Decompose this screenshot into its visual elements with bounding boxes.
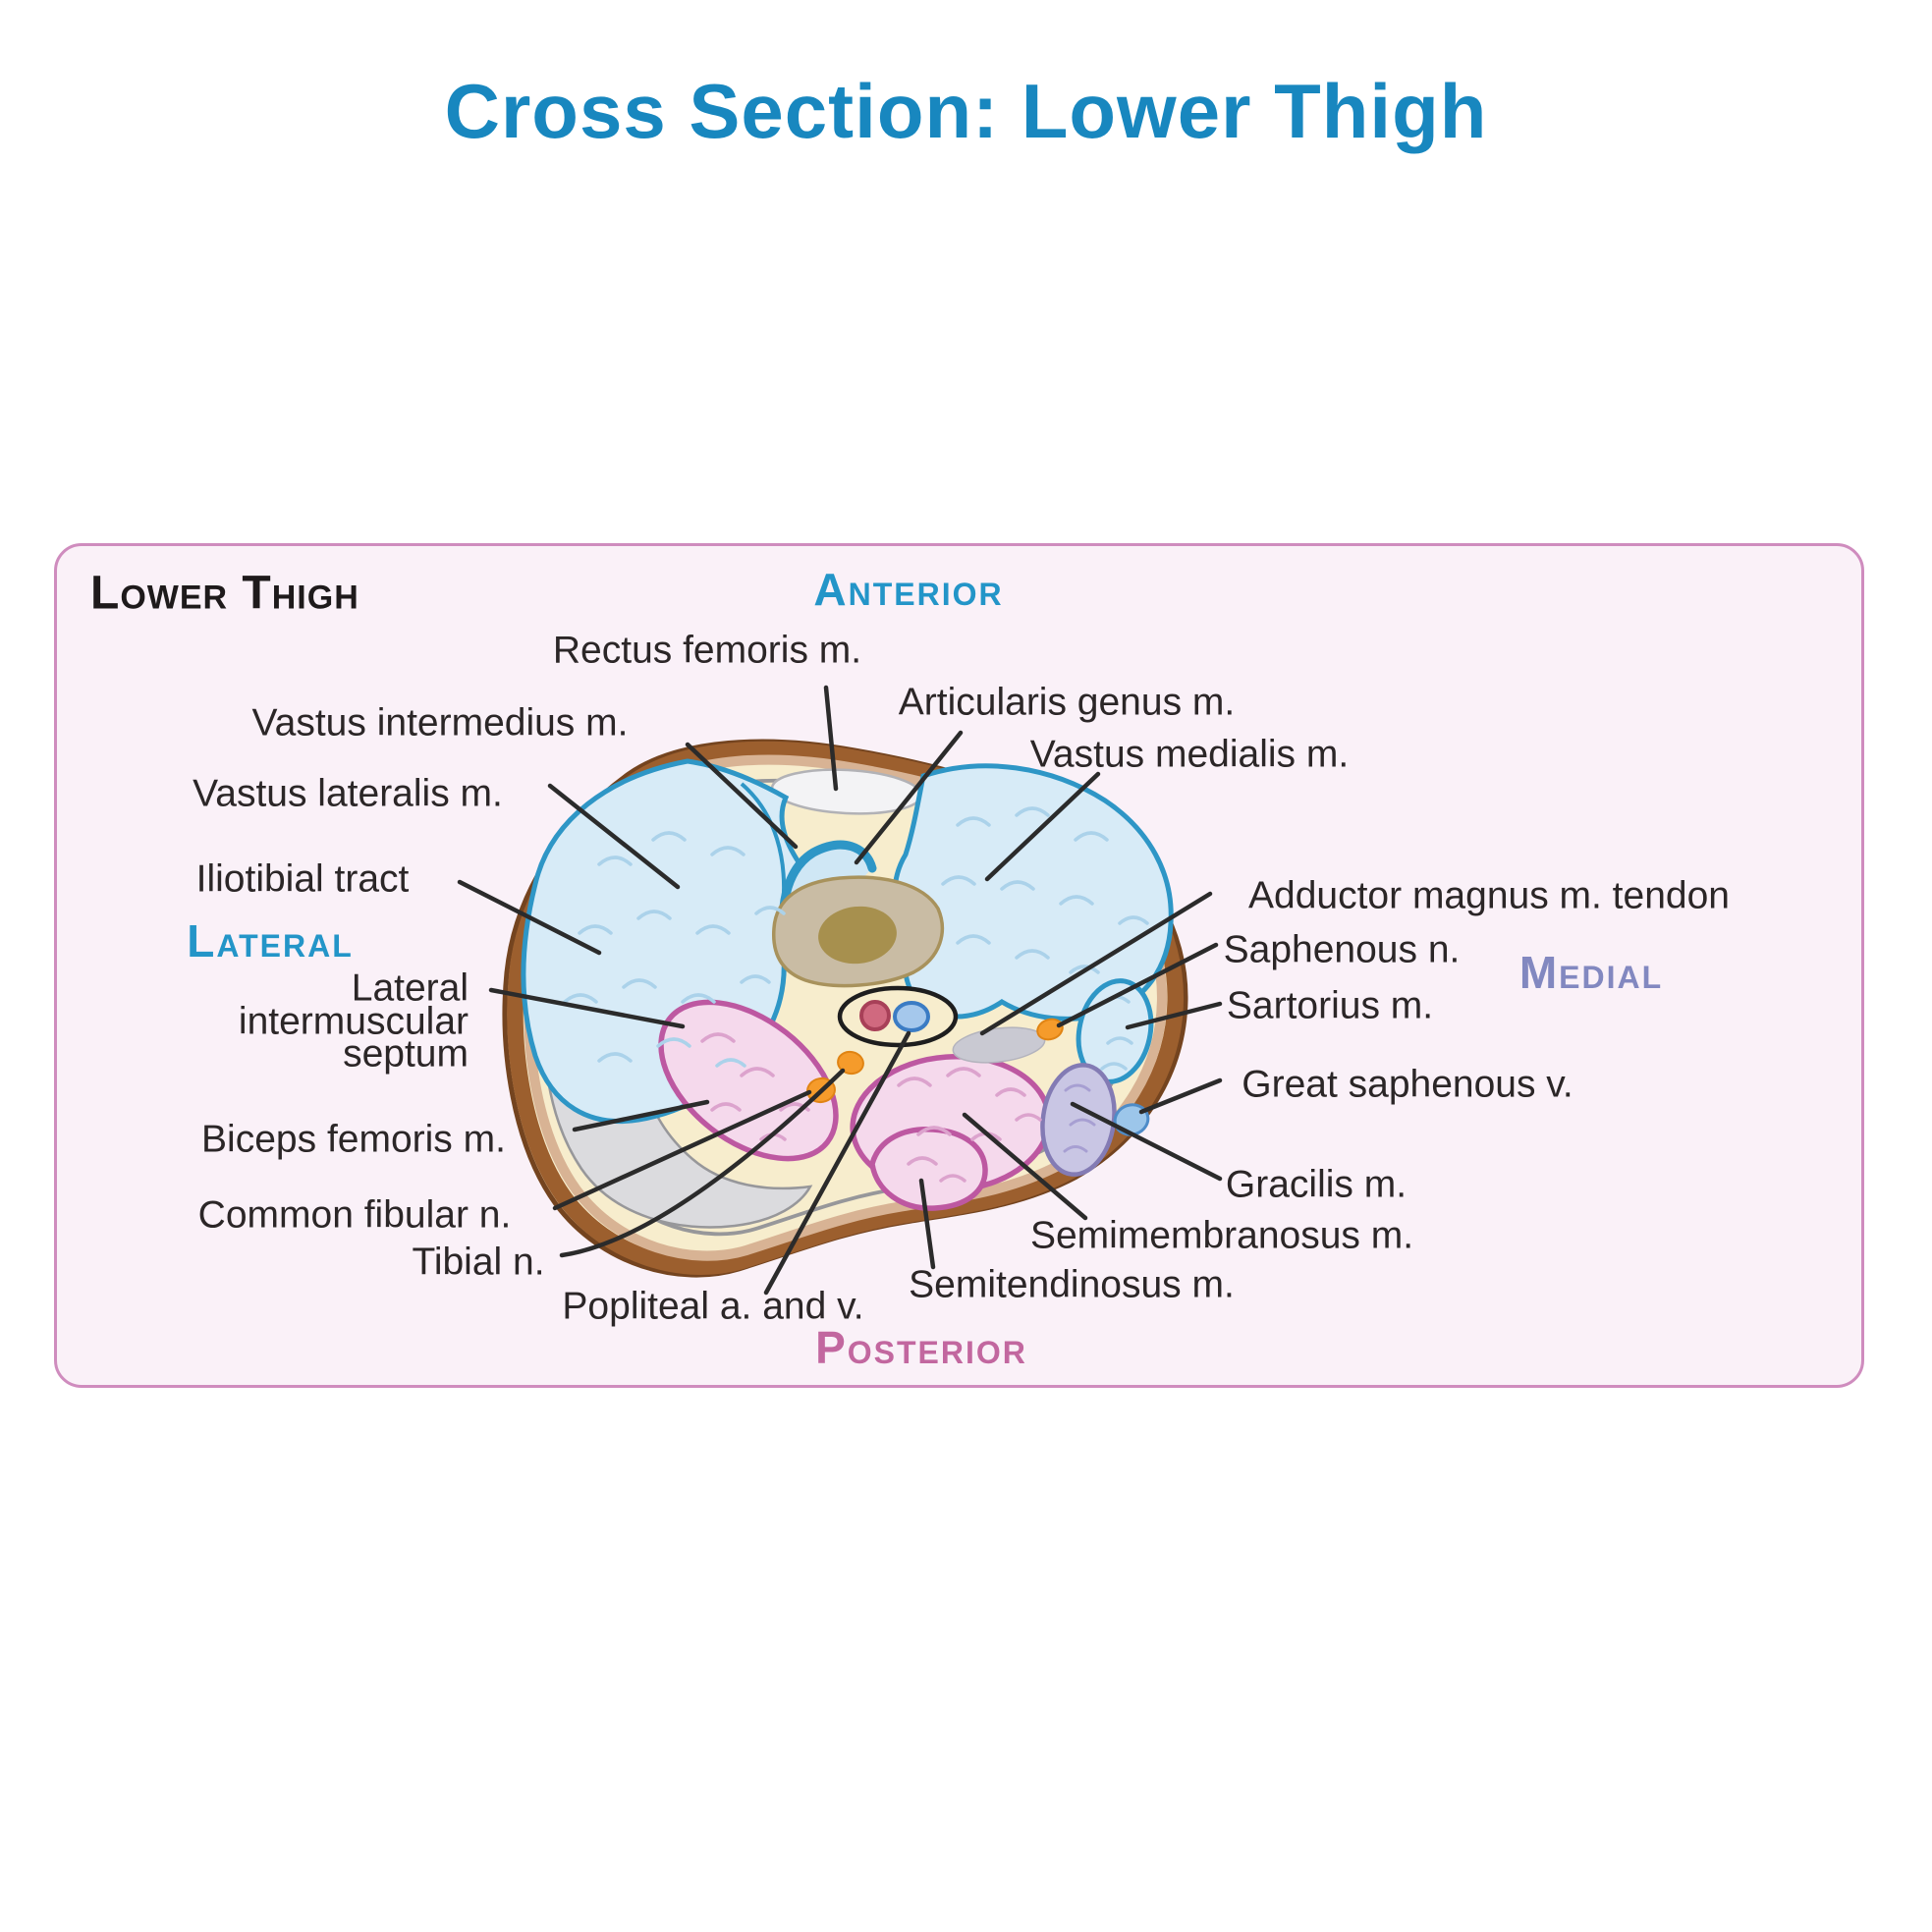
leader-semitendinosus: [918, 1178, 936, 1270]
label-adductor-magnus: Adductor magnus m. tendon: [1248, 874, 1730, 917]
leader-common-fibular: [552, 1089, 812, 1211]
leader-popliteal: [763, 1030, 911, 1296]
label-gracilis: Gracilis m.: [1225, 1163, 1408, 1206]
label-tibial: Tibial n.: [412, 1241, 545, 1284]
popliteal-vein: [893, 1001, 930, 1032]
leader-rectus-femoris: [823, 685, 839, 792]
label-common-fibular: Common fibular n.: [197, 1193, 512, 1237]
label-iliotibial-tract: Iliotibial tract: [195, 857, 410, 901]
label-great-saphenous: Great saphenous v.: [1242, 1063, 1573, 1106]
label-articularis-genus: Articularis genus m.: [898, 681, 1236, 724]
label-rectus-femoris: Rectus femoris m.: [552, 629, 862, 672]
septum-line-3: septum: [343, 1032, 469, 1076]
direction-anterior: Anterior: [813, 564, 1004, 615]
label-semimembranosus: Semimembranosus m.: [1029, 1214, 1414, 1257]
label-popliteal: Popliteal a. and v.: [562, 1285, 864, 1328]
direction-medial: Medial: [1518, 947, 1664, 998]
muscle-texture-pink: [700, 1032, 1042, 1183]
label-biceps-femoris: Biceps femoris m.: [201, 1118, 506, 1161]
page-title: Cross Section: Lower Thigh: [444, 68, 1488, 154]
septum-line-1: Lateral: [351, 966, 469, 1010]
muscle-texture-blue: [563, 806, 1149, 1071]
leader-gracilis: [1070, 1101, 1223, 1182]
leader-semimembranosus: [962, 1112, 1088, 1221]
label-saphenous: Saphenous n.: [1223, 928, 1461, 971]
label-vastus-lateralis: Vastus lateralis m.: [193, 772, 503, 815]
direction-lateral: Lateral: [187, 915, 354, 966]
leader-tibial: [559, 1068, 846, 1258]
tibial-nerve: [837, 1050, 864, 1076]
leader-biceps-femoris: [572, 1099, 710, 1132]
semitendinosus-muscle: [869, 1127, 988, 1211]
leader-septum: [488, 987, 686, 1029]
leader-adductor-magnus: [979, 891, 1213, 1036]
leader-vastus-intermedius: [685, 742, 799, 850]
panel-heading: Lower Thigh: [90, 567, 359, 620]
muscle-texture-gracilis: [1063, 1083, 1096, 1153]
label-sartorius: Sartorius m.: [1226, 984, 1434, 1027]
label-vastus-intermedius: Vastus intermedius m.: [251, 701, 629, 745]
leader-great-saphenous: [1138, 1077, 1223, 1115]
leader-vastus-medialis: [984, 771, 1101, 882]
leader-iliotibial-tract: [457, 879, 602, 956]
popliteal-artery: [859, 1000, 891, 1031]
direction-posterior: Posterior: [815, 1322, 1027, 1373]
label-semitendinosus: Semitendinosus m.: [909, 1263, 1235, 1306]
leader-sartorius: [1125, 1001, 1223, 1030]
leader-lines: [457, 685, 1223, 1296]
leader-vastus-lateralis: [547, 783, 681, 890]
septum-line-2: intermuscular: [238, 1000, 469, 1043]
femur-marrow: [818, 906, 897, 965]
leader-articularis-genus: [854, 730, 964, 865]
leader-saphenous: [1056, 942, 1219, 1028]
label-vastus-medialis: Vastus medialis m.: [1029, 733, 1350, 776]
